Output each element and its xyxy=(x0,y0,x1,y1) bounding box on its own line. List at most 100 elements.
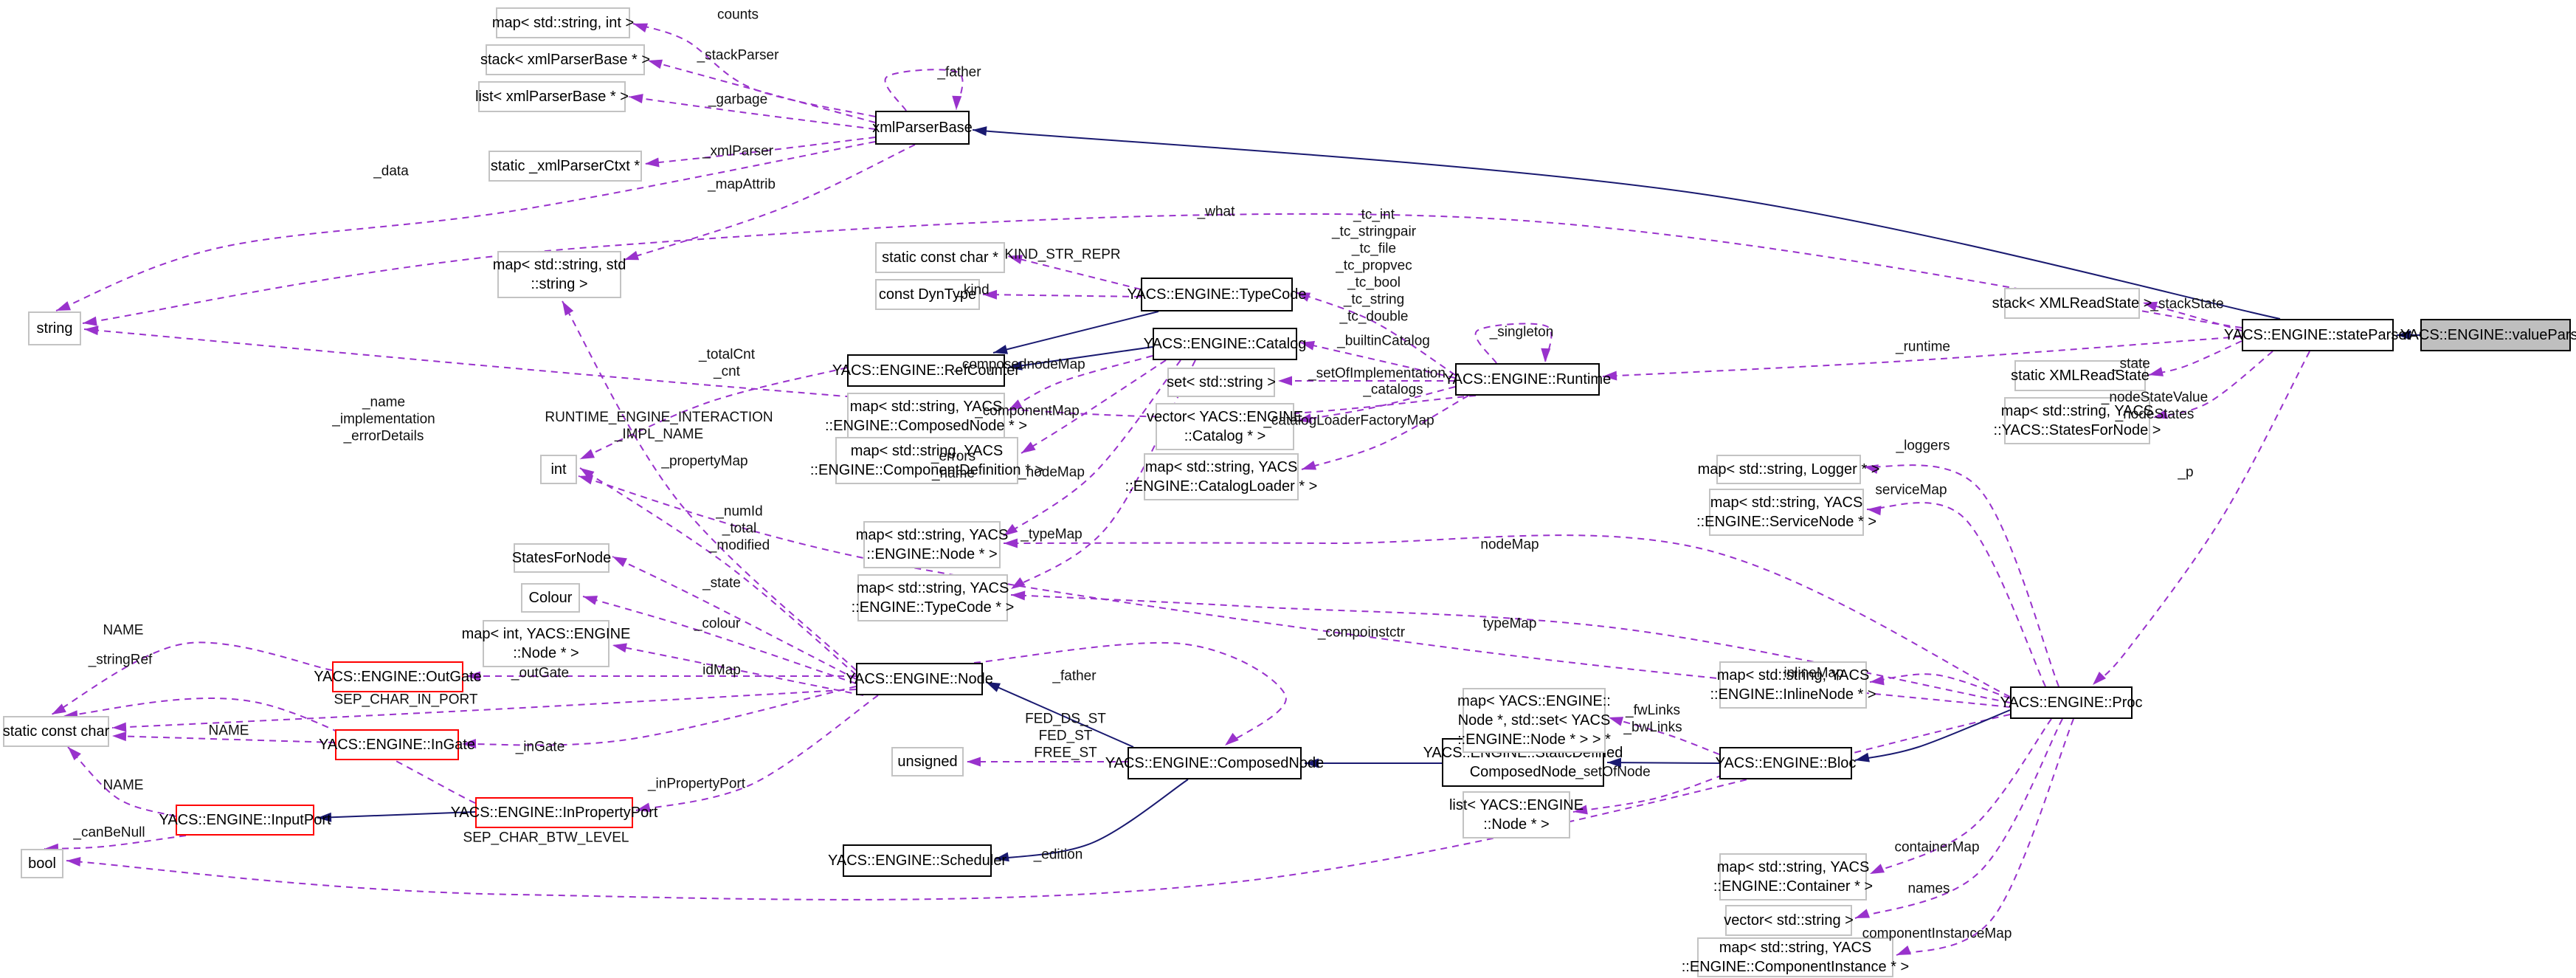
edge-label-p: _p xyxy=(2178,464,2194,481)
class-box-map-node: map< std::string, YACS::ENGINE::Node * > xyxy=(856,521,1008,568)
arrowhead-mapAttrib xyxy=(624,250,640,261)
edge-label-kind: _kind xyxy=(956,282,990,298)
arrowhead-idMap xyxy=(612,643,627,653)
edge-label-name-impl-errordetails: _name _implementation _errorDetails xyxy=(332,394,435,444)
edge-label-propertyMap: _propertyMap xyxy=(661,453,748,469)
edge-label-name-outgate: NAME xyxy=(103,622,144,638)
class-box-inpropertyport[interactable]: YACS::ENGINE::InPropertyPort xyxy=(451,797,657,828)
arrowhead-counts xyxy=(633,23,649,32)
arrowhead-stackParser xyxy=(648,59,663,69)
class-box-map-typecode: map< std::string, YACS::ENGINE::TypeCode… xyxy=(852,574,1014,621)
class-box-ingate[interactable]: YACS::ENGINE::InGate xyxy=(319,729,475,760)
class-box-map-inlinenode: map< std::string, YACS::ENGINE::InlineNo… xyxy=(1710,661,1876,709)
class-box-proc[interactable]: YACS::ENGINE::Proc xyxy=(2000,686,2143,719)
edge-data xyxy=(55,141,876,311)
edge-inh-catalog-refcounter xyxy=(1007,346,1153,368)
arrowhead-componentInstanceMap xyxy=(1896,945,1912,955)
edge-label-runtime-impl-name: RUNTIME_ENGINE_INTERACTION _IMPL_NAME xyxy=(545,410,773,442)
class-box-node[interactable]: YACS::ENGINE::Node xyxy=(846,663,993,695)
class-box-unsigned: unsigned xyxy=(891,747,964,776)
class-box-refcounter[interactable]: YACS::ENGINE::RefCounter xyxy=(832,354,1020,387)
edge-label-what: _what xyxy=(1197,204,1235,220)
class-box-list-xmlparserbase: list< xmlParserBase * > xyxy=(475,81,629,112)
edge-label-sep-char-btw-level: SEP_CHAR_BTW_LEVEL xyxy=(463,830,629,846)
arrowhead-edition xyxy=(66,856,81,867)
edge-label-state-node: _state xyxy=(702,575,741,591)
edge-label-builtinCatalog: _builtinCatalog xyxy=(1337,333,1430,349)
edge-label-edition: _edition xyxy=(1033,847,1083,863)
edge-label-name-ingate: NAME xyxy=(208,723,249,739)
edge-catalogs xyxy=(1296,386,1456,421)
edge-inGate xyxy=(461,686,857,746)
edge-idMap xyxy=(612,644,864,696)
class-box-typecode[interactable]: YACS::ENGINE::TypeCode xyxy=(1127,278,1307,311)
edge-label-catalogLoaderFactoryMap: _catalogLoaderFactoryMap xyxy=(1263,413,1434,429)
class-box-map-container: map< std::string, YACS::ENGINE::Containe… xyxy=(1713,853,1873,900)
arrowhead-name-ingate xyxy=(112,731,127,742)
edge-garbage xyxy=(628,96,876,130)
class-box-vector-catalog: vector< YACS::ENGINE::Catalog * > xyxy=(1147,403,1303,450)
edge-containerMap xyxy=(1869,718,2052,875)
edge-componentInstanceMap xyxy=(1896,718,2074,956)
class-box-runtime[interactable]: YACS::ENGINE::Runtime xyxy=(1444,363,1611,396)
arrowhead-xmlParser xyxy=(645,157,660,168)
arrowhead-kind xyxy=(983,289,998,300)
edge-label-tc-group: _tc_int _tc_stringpair _tc_file _tc_prop… xyxy=(1331,207,1417,325)
arrowhead-state-node xyxy=(612,557,627,568)
class-box-scheduler[interactable]: YACS::ENGINE::Scheduler xyxy=(828,844,1006,877)
edge-label-counts: counts xyxy=(717,7,759,23)
class-box-map-string-string: map< std::string, std::string > xyxy=(493,251,626,298)
arrowhead-nodeMap-catalog xyxy=(1004,523,1018,536)
edge-label-catalogs: _catalogs xyxy=(1363,382,1423,398)
class-box-composednode[interactable]: YACS::ENGINE::ComposedNode xyxy=(1105,747,1324,779)
edge-tc-group xyxy=(1295,292,1456,376)
arrowhead-componentMap xyxy=(1021,441,1036,453)
edge-label-names: names xyxy=(1907,881,1950,897)
edge-inh-bloc-staticdef xyxy=(1606,762,1720,764)
arrowhead-builtinCatalog xyxy=(1300,340,1315,351)
arrowhead-inGate xyxy=(462,738,477,748)
edge-sep-char-in-port xyxy=(111,689,857,729)
arrowhead-totalCnt-cnt xyxy=(580,449,595,459)
class-box-static-const-char-ptr: static const char * xyxy=(875,242,1005,273)
arrowhead-inh-valueparser-stateparser xyxy=(2397,330,2411,340)
class-box-map-componentinstance: map< std::string, YACS::ENGINE::Componen… xyxy=(1682,937,1909,977)
arrowhead-inPropertyPort xyxy=(636,802,651,813)
edge-inh-typecode-refcounter xyxy=(992,311,1159,354)
edge-builtinCatalog xyxy=(1299,342,1456,379)
edge-what xyxy=(82,213,2242,328)
edge-inPropertyPort xyxy=(635,695,879,811)
class-box-inputport[interactable]: YACS::ENGINE::InputPort xyxy=(159,805,331,836)
class-box-map-composednode: map< std::string, YACS::ENGINE::Composed… xyxy=(825,393,1027,440)
edge-edition xyxy=(66,714,2011,900)
edge-inh-inpropertyport-inputport xyxy=(317,811,476,819)
edge-label-composednodeMap: _composednodeMap xyxy=(954,357,1085,373)
edge-inh-stateparser-xmlparserbase xyxy=(972,129,2281,320)
edge-stringRef xyxy=(63,698,476,804)
arrowhead-singleton-self xyxy=(1541,348,1551,362)
edge-serviceMap xyxy=(1866,502,2046,687)
class-box-map-statesfornode: map< std::string, YACS::YACS::StatesForN… xyxy=(1994,397,2161,444)
class-box-xmlparserbase[interactable]: xmlParserBase xyxy=(872,111,973,145)
edge-label-sep-char-in-port: SEP_CHAR_IN_PORT xyxy=(334,692,478,708)
edge-setOfNode xyxy=(1572,774,1724,813)
class-box-bloc[interactable]: YACS::ENGINE::Bloc xyxy=(1716,747,1856,779)
arrowhead-inh-catalog-refcounter xyxy=(1008,360,1023,371)
edge-mapAttrib xyxy=(624,144,916,261)
class-box-map-logger: map< std::string, Logger * > xyxy=(1698,455,1879,484)
class-box-catalog[interactable]: YACS::ENGINE::Catalog xyxy=(1144,328,1306,360)
arrowhead-fwLinks-bwLinks xyxy=(1609,717,1624,726)
arrowhead-garbage xyxy=(629,94,643,104)
class-box-outgate[interactable]: YACS::ENGINE::OutGate xyxy=(314,661,482,692)
edge-componentMap xyxy=(1021,359,1167,454)
edge-label-nodeStateValue-nodeStates: _nodeStateValue _nodeStates xyxy=(2101,390,2209,422)
arrowhead-stackState xyxy=(2143,301,2158,311)
arrowhead-compoinstctr xyxy=(579,475,594,485)
arrowhead-serviceMap xyxy=(1867,506,1882,516)
arrowhead-inh-stateparser-xmlparserbase xyxy=(973,126,987,137)
class-box-map-componentdefinition: map< std::string, YACS::ENGINE::Componen… xyxy=(810,437,1043,484)
class-box-stateparser[interactable]: YACS::ENGINE::stateParser xyxy=(2224,319,2411,351)
arrowhead-runtime-impl-name xyxy=(84,326,99,336)
edge-label-canBeNull: _canBeNull xyxy=(73,824,145,841)
arrowhead-typeMap-proc xyxy=(1011,590,1026,601)
